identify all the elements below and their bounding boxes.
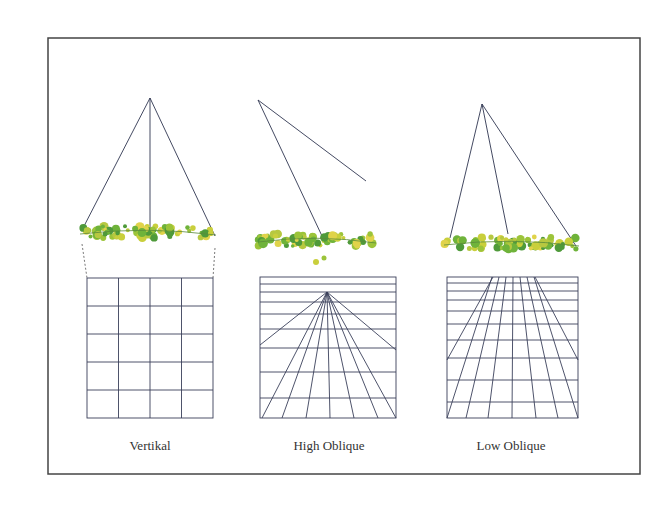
grid-line	[262, 292, 327, 418]
vegetation-blob	[354, 242, 360, 248]
vegetation-blob	[89, 235, 93, 239]
vegetation-blob	[516, 235, 525, 244]
grid-outline	[87, 278, 213, 418]
vegetation-blob	[500, 236, 504, 240]
projection-lines	[82, 244, 215, 278]
vegetation-blob	[275, 240, 282, 247]
ground-line	[80, 230, 216, 235]
vegetation-blob	[138, 228, 147, 237]
vegetation-blob	[311, 236, 317, 242]
vegetation-blob	[115, 231, 119, 235]
vegetation-blob	[502, 244, 510, 252]
vegetation-blob	[150, 227, 156, 233]
grid-line	[87, 306, 213, 307]
grid-line	[535, 277, 578, 360]
grid-outline	[447, 277, 578, 418]
grid-outline	[260, 277, 396, 418]
grid-line	[447, 277, 493, 360]
vegetation-blob	[132, 226, 138, 232]
grid-line	[260, 284, 396, 285]
grid-line	[534, 277, 578, 418]
grid-line	[306, 292, 327, 418]
grid-line	[327, 292, 330, 418]
vegetation-blob	[291, 244, 295, 248]
vegetation-blob	[286, 238, 290, 242]
vegetation-blob	[526, 237, 530, 241]
grid-line	[260, 372, 396, 373]
vegetation-blob	[348, 240, 353, 245]
grid-line	[260, 292, 327, 345]
grid-line	[260, 302, 396, 303]
vegetation-blob	[498, 241, 503, 246]
grid-line	[527, 277, 558, 418]
grid-line	[282, 292, 327, 418]
vegetation-blob	[548, 234, 554, 240]
grid-line	[260, 314, 396, 315]
vegetation-blob	[367, 231, 372, 236]
vegetation-blob	[313, 259, 319, 265]
vegetation-blob	[320, 233, 328, 241]
terrain	[79, 222, 579, 265]
vegetation-blob	[532, 235, 537, 240]
vegetation-blob	[101, 224, 105, 228]
grid-line	[488, 277, 506, 418]
vegetation-blob	[208, 231, 214, 237]
vegetation-blob	[467, 246, 472, 251]
vegetation-blob	[555, 244, 563, 252]
grid-line	[447, 277, 492, 418]
grid-line	[260, 398, 396, 399]
vegetation-blob	[150, 234, 157, 241]
grid-line	[150, 278, 151, 418]
vegetation-blob	[470, 238, 480, 248]
vegetation-blob	[158, 229, 162, 233]
vegetation-blob	[525, 237, 531, 243]
vegetation-blob	[295, 239, 302, 246]
vegetation-blob	[529, 246, 533, 250]
ground-line	[444, 241, 579, 246]
view-label: High Oblique	[293, 438, 364, 454]
vegetation-blob	[488, 235, 493, 240]
vegetation-blob	[441, 240, 449, 248]
grid-line	[327, 292, 396, 418]
grid-line	[87, 334, 213, 335]
grid-line	[327, 292, 396, 350]
view-label: Low Oblique	[477, 438, 546, 454]
vegetation-blob	[573, 237, 577, 241]
frame	[48, 38, 640, 474]
grid-line	[87, 390, 213, 391]
ground-grids	[87, 277, 578, 418]
grid-line	[466, 277, 499, 418]
vegetation-blob	[497, 235, 504, 242]
camera-rays	[82, 98, 576, 246]
vegetation-blob	[123, 224, 127, 228]
vegetation-blob	[294, 231, 302, 239]
vegetation-blob	[273, 233, 278, 238]
grid-line	[512, 277, 513, 418]
vegetation-blob	[264, 234, 268, 238]
vegetation-blob	[115, 236, 119, 240]
grid-line	[118, 278, 119, 418]
grid-line	[181, 278, 182, 418]
view-label: Vertikal	[129, 438, 170, 454]
ground-line	[258, 238, 376, 243]
grid-line	[447, 283, 578, 284]
grid-line	[87, 362, 213, 363]
grid-line	[520, 277, 536, 418]
vegetation-blob	[270, 230, 278, 238]
grid-line	[327, 292, 378, 418]
vegetation-blob	[258, 239, 268, 249]
vegetation-blob	[322, 256, 327, 261]
